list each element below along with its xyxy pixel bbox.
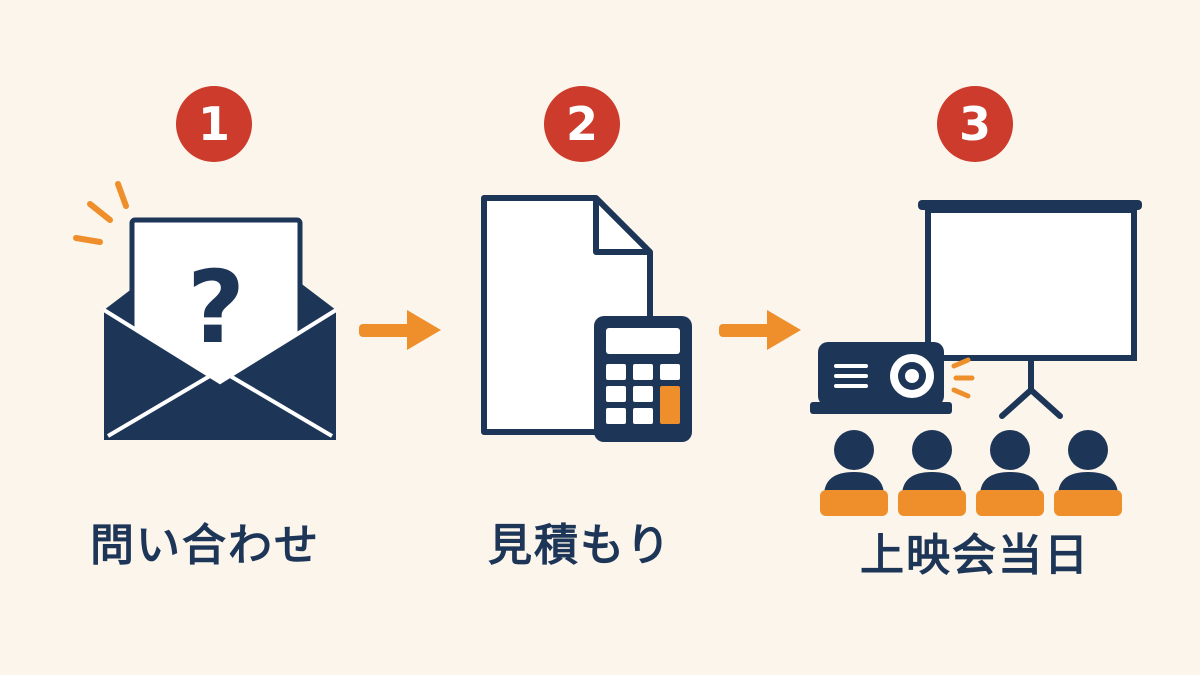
step-2-badge: 2 <box>544 86 620 162</box>
arrow-right-icon <box>359 310 441 350</box>
envelope-question-icon: ? <box>73 181 338 440</box>
step-1-badge: 1 <box>176 86 252 162</box>
svg-text:?: ? <box>187 249 245 366</box>
arrow-right-icon <box>719 310 801 350</box>
step-3-label: 上映会当日 <box>860 530 1090 581</box>
step-2-label: 見積もり <box>488 520 672 571</box>
projector-screen-audience-icon <box>810 200 1142 516</box>
document-calculator-icon <box>481 195 692 442</box>
step-1-label: 問い合わせ <box>90 520 320 571</box>
step-3-badge: 3 <box>937 86 1013 162</box>
